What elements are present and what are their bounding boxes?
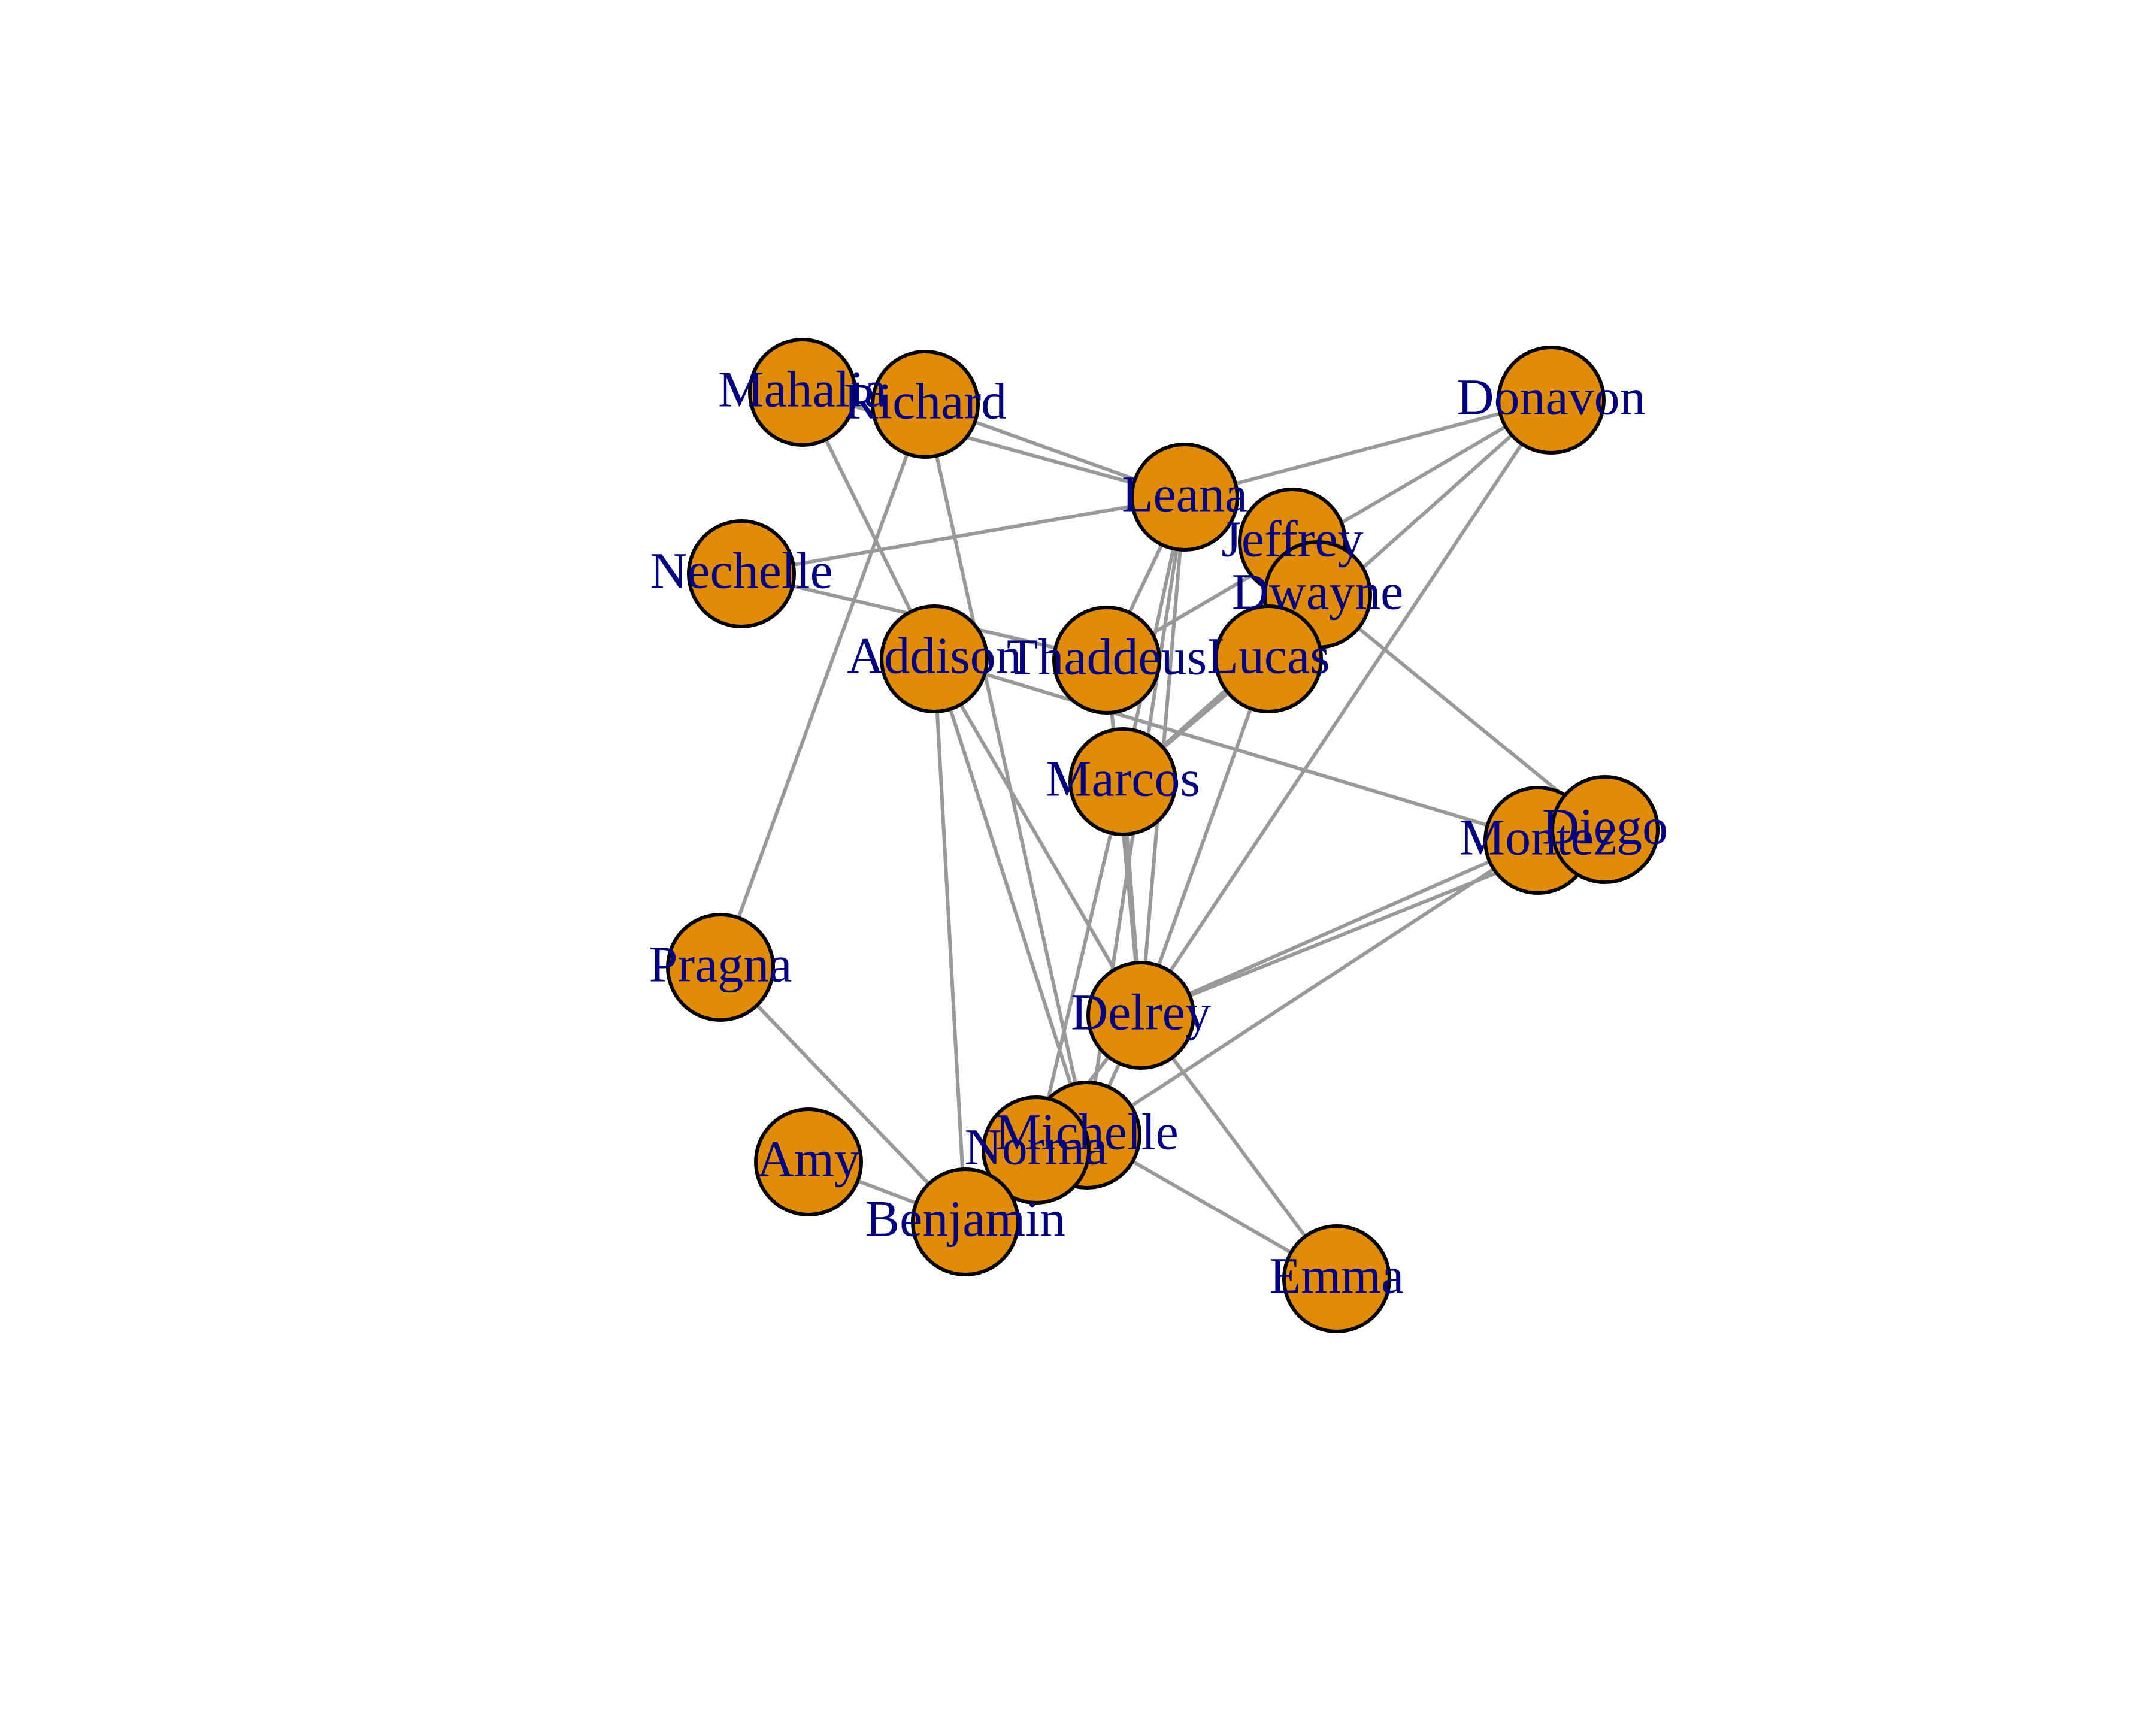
node-label-diego: Diego: [1542, 798, 1668, 855]
edge-lucas-delrey: [1139, 658, 1270, 1016]
node-diego: [1551, 775, 1660, 884]
edge-montez-michelle: [1086, 839, 1539, 1137]
node-amy: [754, 1107, 863, 1216]
node-richard: [871, 350, 980, 459]
edge-richard-michelle: [923, 404, 1089, 1136]
node-marcos: [1068, 727, 1177, 836]
node-label-michelle: Michelle: [995, 1103, 1179, 1161]
node-nechelle: [687, 519, 796, 628]
edge-marcos-norma: [1034, 781, 1125, 1151]
node-mahalia: [748, 338, 857, 447]
edge-addison-michelle: [932, 658, 1089, 1136]
node-label-richard: Richard: [844, 373, 1007, 430]
edge-leana-donavon: [1184, 398, 1552, 499]
node-label-addison: Addison: [847, 627, 1021, 685]
node-label-montez: Montez: [1459, 809, 1617, 866]
edge-nechelle-leana: [741, 495, 1185, 576]
edge-mahalia-leana: [802, 391, 1185, 499]
node-emma: [1282, 1224, 1391, 1333]
node-label-jeffrey: Jeffrey: [1221, 510, 1363, 568]
node-label-mahalia: Mahalia: [718, 361, 887, 418]
node-label-thaddeus: Thaddeus: [1007, 628, 1207, 686]
node-lucas: [1214, 604, 1323, 713]
node-norma: [982, 1095, 1091, 1205]
node-label-lucas: Lucas: [1207, 627, 1330, 685]
edge-addison-delrey: [932, 658, 1143, 1016]
edge-montez-delrey: [1140, 839, 1539, 1017]
node-label-emma: Emma: [1270, 1247, 1404, 1305]
edge-donavon-delrey: [1139, 399, 1553, 1016]
edge-addison-benjamin: [932, 658, 967, 1222]
node-benjamin: [911, 1167, 1020, 1276]
node-donavon: [1497, 346, 1606, 455]
node-layer: [666, 338, 1660, 1333]
node-label-pragna: Pragna: [649, 936, 792, 993]
node-label-marcos: Marcos: [1046, 750, 1200, 807]
node-leana: [1130, 443, 1239, 552]
node-label-leana: Leana: [1122, 465, 1247, 523]
node-label-nechelle: Nechelle: [650, 542, 833, 600]
node-delrey: [1086, 961, 1195, 1070]
node-addison: [880, 604, 989, 713]
edge-richard-pragna: [719, 403, 927, 969]
node-label-delrey: Delrey: [1071, 983, 1211, 1041]
node-label-norma: Norma: [965, 1118, 1108, 1176]
node-label-amy: Amy: [757, 1130, 860, 1188]
node-label-benjamin: Benjamin: [865, 1190, 1065, 1248]
node-pragna: [666, 913, 775, 1022]
edge-delrey-emma: [1139, 1014, 1339, 1280]
node-label-donavon: Donavon: [1456, 368, 1645, 426]
edge-pragna-benjamin: [719, 966, 967, 1224]
node-label-dwayne: Dwayne: [1232, 563, 1404, 621]
node-thaddeus: [1052, 606, 1161, 715]
edge-addison-montez: [934, 657, 1539, 842]
